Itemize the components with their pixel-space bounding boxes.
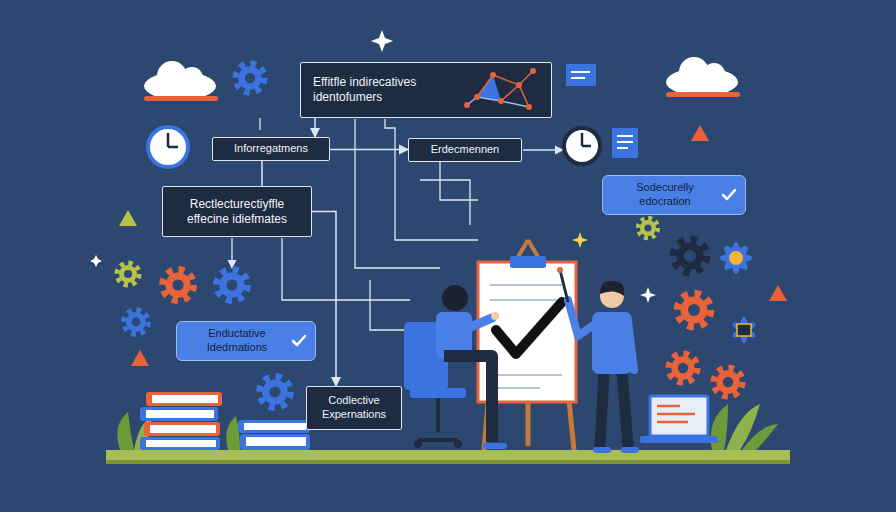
- seated-person: [404, 285, 504, 448]
- triangles: [119, 125, 787, 366]
- box-label: Codlective Expernations: [313, 394, 395, 422]
- process-box: Erdecmennen: [408, 138, 522, 162]
- network-chart: [463, 67, 541, 113]
- box-label: Inforregatmens: [221, 142, 321, 156]
- box-label: Sodecurelly edocration: [615, 181, 715, 209]
- highlight-box: Enductative Idedrnations: [176, 321, 316, 361]
- box-label: Erdecmennen: [417, 143, 513, 157]
- process-box: Rectlecturectiyffle effecine idiefmates: [162, 186, 312, 237]
- laptop: [640, 396, 718, 443]
- box-label: Rectlecturectiyffle effecine idiefmates: [173, 197, 301, 227]
- book-stack: [140, 392, 310, 450]
- process-box: Effitfle indirecatives identofumers: [300, 62, 552, 118]
- clock-icon: [148, 127, 188, 167]
- connector: [314, 118, 316, 137]
- connector: [330, 149, 408, 151]
- check-mark: [721, 187, 737, 203]
- cloud: [666, 57, 740, 97]
- box-label: Effitfle indirecatives identofumers: [313, 75, 459, 105]
- flower-icon: [720, 242, 757, 343]
- process-box: Codlective Expernations: [306, 386, 402, 430]
- check-mark: [291, 333, 307, 349]
- connector: [261, 161, 263, 186]
- process-box: Inforregatmens: [212, 137, 330, 161]
- floor-platform: [106, 450, 790, 464]
- highlight-box: Sodecurelly edocration: [602, 175, 746, 215]
- document-icon: [566, 64, 638, 158]
- clock-icon: [564, 128, 600, 164]
- box-label: Enductative Idedrnations: [187, 327, 287, 355]
- connector: [312, 212, 336, 387]
- cloud: [144, 61, 218, 101]
- standing-person: [557, 267, 636, 450]
